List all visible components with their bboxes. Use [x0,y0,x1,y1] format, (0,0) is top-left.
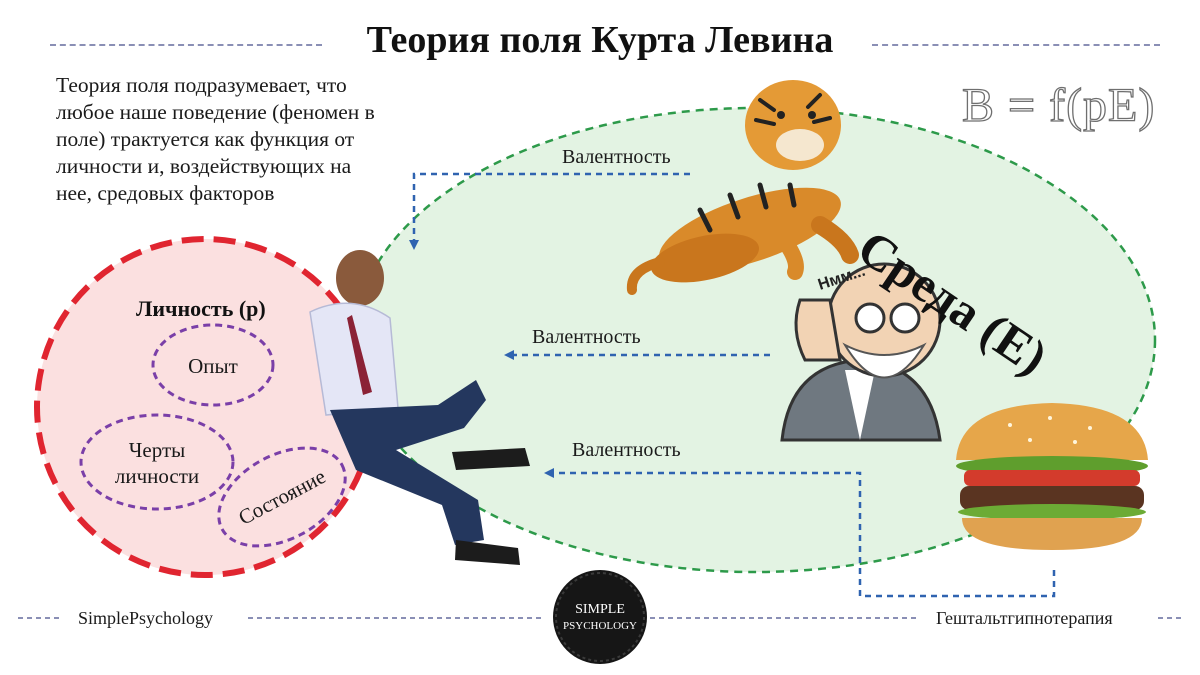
page-title: Теория поля Курта Левина [366,19,834,61]
footer-right-label: Гештальтгипнотерапия [936,608,1113,628]
valence-arrow-top [409,172,690,250]
logo-text-line1: SIMPLE [575,602,625,617]
experience-oval [151,323,275,407]
traits-oval [79,413,235,511]
header-divider-left [50,44,322,46]
theory-description: Теория поля подразумевает, что любое наш… [56,73,375,205]
valence-label-middle: Валентность [532,326,641,348]
state-oval [217,446,347,548]
freud-icon [780,262,942,442]
logo-text-line2: PSYCHOLOGY [563,620,637,632]
footer-left-label: SimplePsychology [78,608,214,628]
valence-label-bottom: Валентность [572,439,681,461]
component-traits: Черты личности [114,438,200,488]
formula: B = f(pE) [961,78,1156,132]
component-experience: Опыт [188,354,238,378]
valence-arrow-bottom [544,468,1056,598]
person-label: Личность (p) [136,296,266,321]
tiger-icon [626,80,859,295]
burger-icon [956,403,1148,550]
valence-label-top: Валентность [562,146,671,168]
person-circle [34,236,376,578]
seated-man-icon [309,250,530,565]
simple-psychology-logo [553,570,647,664]
header-divider-right [872,44,1160,46]
